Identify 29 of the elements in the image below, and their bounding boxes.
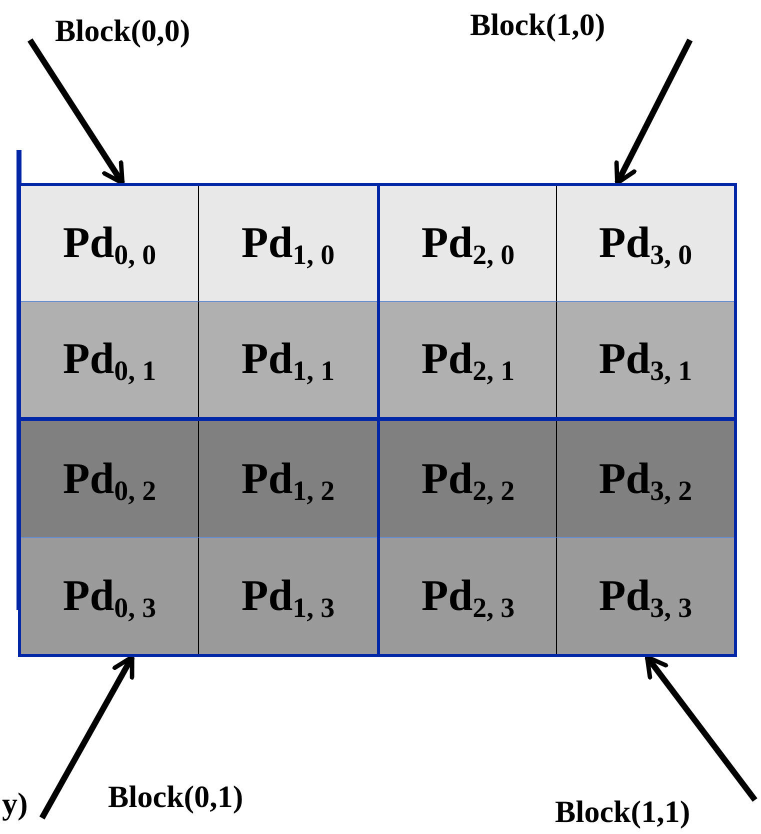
text-label: Block(1,1)	[555, 793, 690, 831]
grid-cell	[21, 538, 199, 654]
text-label: y)	[2, 785, 28, 823]
grid-cell	[380, 186, 557, 302]
text-label: Block(0,0)	[55, 12, 190, 50]
grid-cell	[380, 538, 557, 654]
grid-cell	[380, 421, 557, 538]
block-frame	[18, 418, 380, 657]
grid-cell	[21, 421, 199, 538]
grid-cell	[199, 421, 377, 538]
grid-cell	[199, 538, 377, 654]
grid-cell	[557, 421, 734, 538]
arrow	[27, 38, 125, 186]
grid-cell	[557, 538, 734, 654]
block-frame	[18, 183, 380, 420]
text-label: Block(0,1)	[108, 778, 244, 816]
block-frame	[377, 418, 737, 657]
arrow	[644, 654, 758, 802]
text-label: Block(1,0)	[470, 6, 606, 44]
grid-cell	[557, 302, 734, 417]
grid-cell	[21, 186, 199, 302]
arrow	[39, 654, 135, 820]
grid-cell	[199, 186, 377, 302]
block-frame	[377, 183, 737, 420]
arrow	[614, 38, 693, 186]
grid-cell	[199, 302, 377, 417]
grid-cell	[557, 186, 734, 302]
grid-cell	[21, 302, 199, 417]
grid-cell	[380, 302, 557, 417]
